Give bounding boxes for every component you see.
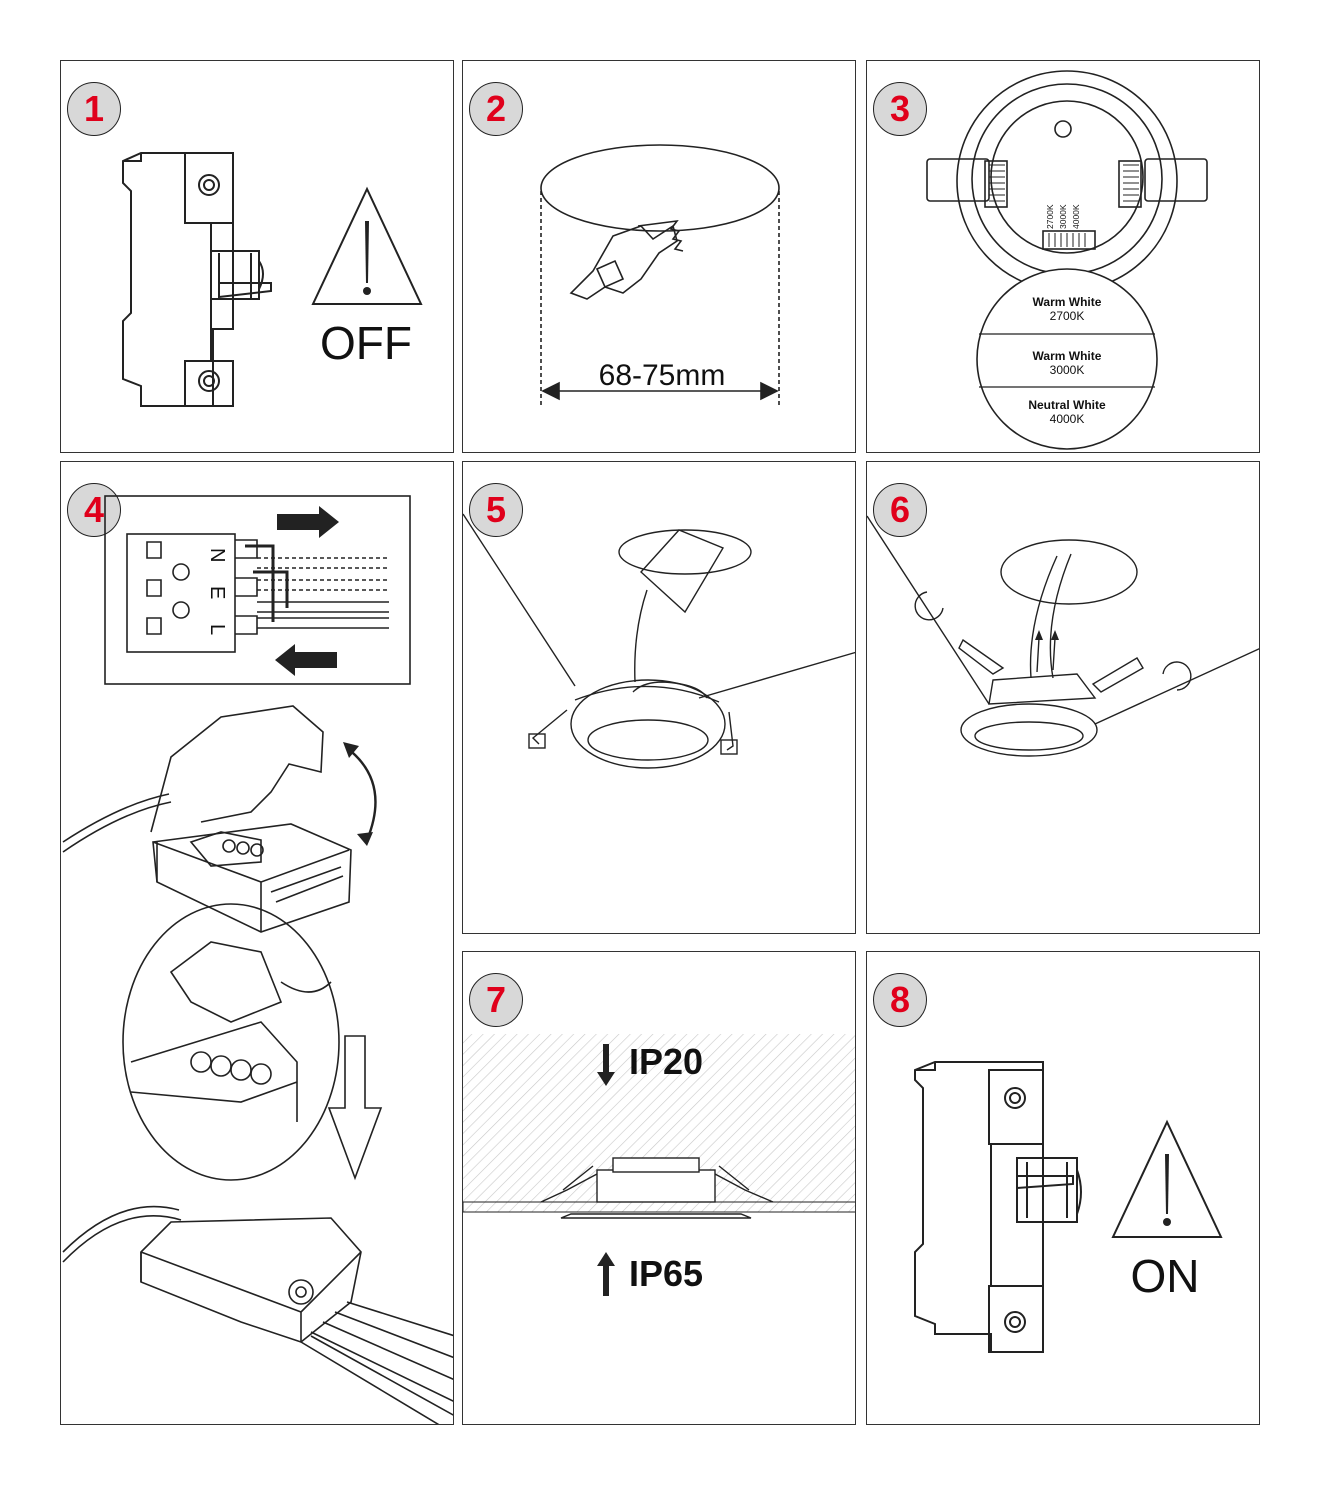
cct-option-2-name: Warm White — [1033, 349, 1102, 363]
step-6-panel: 6 — [866, 461, 1260, 934]
cutout-diagram: 68-75mm — [540, 144, 780, 406]
circuit-breaker-on-icon: ON — [914, 1061, 1223, 1353]
terminal-l-label: L — [206, 624, 228, 635]
step-8-badge: 8 — [873, 973, 927, 1027]
cct-option-1-name: Warm White — [1033, 295, 1102, 309]
step-7-panel: 7 IP20 IP65 — [462, 951, 856, 1425]
ip65-label: IP65 — [629, 1253, 703, 1294]
step-4-panel: 4 N E L — [60, 461, 454, 1425]
step-5-panel: 5 — [462, 461, 856, 934]
ip-rating-diagram: IP20 IP65 — [463, 1034, 855, 1296]
step-2-panel: 2 68-75mm — [462, 60, 856, 453]
switch-label-4000k: 4000K — [1071, 204, 1081, 229]
circuit-breaker-off-icon: OFF — [122, 152, 423, 407]
step-1-panel: 1 OFF — [60, 60, 454, 453]
terminal-n-label: N — [206, 548, 228, 562]
downlight-rear-view: 2700K 3000K 4000K Warm White 2700K Warm … — [926, 70, 1208, 450]
step-5-badge: 5 — [469, 483, 523, 537]
ip20-label: IP20 — [629, 1041, 703, 1082]
step-4-badge: 4 — [67, 483, 121, 537]
step-3-panel: 3 2700K 3000K 4000K — [866, 60, 1260, 453]
junction-box-wiring-diagram: N E L — [62, 495, 453, 1424]
cct-option-3-name: Neutral White — [1028, 398, 1106, 412]
step-2-badge: 2 — [469, 82, 523, 136]
cct-option-2-temp: 3000K — [1050, 363, 1085, 377]
off-label: OFF — [320, 317, 412, 369]
cutout-dimension: 68-75mm — [599, 359, 726, 392]
switch-label-2700k: 2700K — [1045, 204, 1055, 229]
on-label: ON — [1131, 1250, 1200, 1302]
step-1-badge: 1 — [67, 82, 121, 136]
cct-option-1-temp: 2700K — [1050, 309, 1085, 323]
step-7-badge: 7 — [469, 973, 523, 1027]
step-8-panel: 8 ON — [866, 951, 1260, 1425]
step-3-badge: 3 — [873, 82, 927, 136]
switch-label-3000k: 3000K — [1058, 204, 1068, 229]
push-downlight-diagram — [867, 515, 1259, 757]
insert-downlight-diagram — [463, 513, 855, 769]
cct-option-3-temp: 4000K — [1050, 412, 1085, 426]
step-6-badge: 6 — [873, 483, 927, 537]
terminal-e-label: E — [206, 586, 228, 599]
